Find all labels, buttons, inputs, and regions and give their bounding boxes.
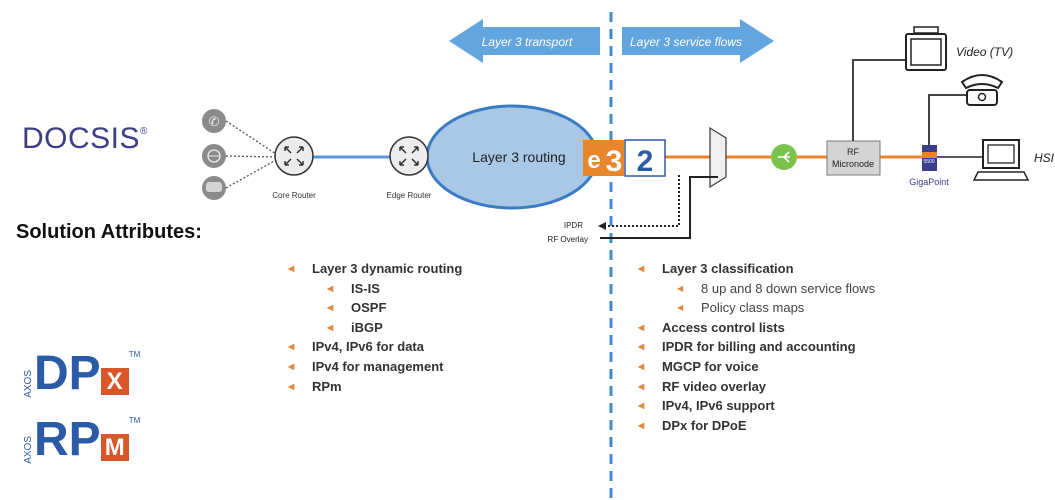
rf-overlay-label: RF Overlay <box>548 235 588 244</box>
svg-text:e: e <box>587 147 600 174</box>
tv-icon <box>905 26 947 71</box>
attribute-item: IPv4, IPv6 for data <box>288 337 462 357</box>
attribute-item: 8 up and 8 down service flows <box>662 279 875 299</box>
rpm-prefix: AXOS <box>23 436 34 464</box>
rf-micronode <box>826 140 881 176</box>
hsi-label: HSI <box>1034 151 1055 165</box>
core-router-label: Core Router <box>272 191 316 200</box>
svg-text:3: 3 <box>606 145 623 178</box>
docsis-logo: DOCSIS® <box>22 122 148 156</box>
edge-router-icon <box>389 136 429 176</box>
micronode-label-1: RF <box>847 147 859 157</box>
dpx-tm: TM <box>128 350 141 359</box>
attribute-item: RF video overlay <box>638 377 875 397</box>
attribute-item: RPm <box>288 377 462 397</box>
dpx-logo: AXOS DP X TM <box>23 347 141 400</box>
video-tv-label: Video (TV) <box>956 45 1013 59</box>
attribute-item: Policy class maps <box>662 298 875 318</box>
green-splitter-icon <box>771 144 797 170</box>
service-icons: ✆ <box>202 109 277 200</box>
link-rf-overlay <box>600 176 718 239</box>
attribute-item: OSPF <box>312 298 462 318</box>
video-icon <box>202 176 226 200</box>
attribute-item: Layer 3 dynamic routing <box>288 259 462 279</box>
gigapoint-label: GigaPoint <box>909 177 949 187</box>
rf-combiner <box>709 126 727 189</box>
dpx-main: DP <box>34 347 101 400</box>
svg-text:✆: ✆ <box>209 114 220 129</box>
attribute-item: Access control lists <box>638 318 875 338</box>
svg-text:2: 2 <box>637 145 654 178</box>
attribute-item: MGCP for voice <box>638 357 875 377</box>
link-gigapoint-phone <box>928 94 968 145</box>
right-attribute-list: Layer 3 classification8 up and 8 down se… <box>638 259 875 436</box>
telephone-icon <box>960 74 1004 106</box>
rpm-sub: M <box>100 434 129 461</box>
solution-attributes-heading: Solution Attributes: <box>16 221 202 243</box>
phone-icon: ✆ <box>202 109 226 133</box>
dpx-sub: X <box>100 368 129 395</box>
banner-transport: Layer 3 transport <box>449 19 600 63</box>
e32-logo: e 3 2 <box>583 139 666 178</box>
ipdr-arrow <box>598 222 606 230</box>
link-ipdr <box>600 175 680 227</box>
attribute-item: IPDR for billing and accounting <box>638 337 875 357</box>
attribute-item: IPv4 for management <box>288 357 462 377</box>
rpm-logo: AXOS RP M TM <box>23 413 141 466</box>
globe-icon <box>202 144 226 168</box>
attribute-item: DPx for DPoE <box>638 416 875 436</box>
edge-router-label: Edge Router <box>387 191 432 200</box>
banner-service-flows-label: Layer 3 service flows <box>630 35 742 49</box>
attribute-item: Layer 3 classification <box>638 259 875 279</box>
docsis-mark: ® <box>140 126 148 137</box>
link-micronode-tv <box>852 59 929 141</box>
attribute-item: iBGP <box>312 318 462 338</box>
left-attribute-list: Layer 3 dynamic routingIS-ISOSPFiBGPIPv4… <box>288 259 462 397</box>
core-router-icon <box>274 136 314 176</box>
banner-service-flows: Layer 3 service flows <box>622 19 774 63</box>
docsis-text: DOCSIS <box>22 122 141 155</box>
layer3-routing-label: Layer 3 routing <box>472 149 565 165</box>
gigapoint-box-text: 5500 <box>923 159 934 165</box>
computer-icon <box>972 139 1030 181</box>
rpm-main: RP <box>34 413 101 466</box>
ipdr-label: IPDR <box>564 221 583 230</box>
attribute-item: IPv4, IPv6 support <box>638 396 875 416</box>
micronode-label-2: Micronode <box>832 159 874 169</box>
rpm-tm: TM <box>128 416 141 425</box>
attribute-item: IS-IS <box>312 279 462 299</box>
dpx-prefix: AXOS <box>23 370 34 398</box>
banner-transport-label: Layer 3 transport <box>482 35 573 49</box>
